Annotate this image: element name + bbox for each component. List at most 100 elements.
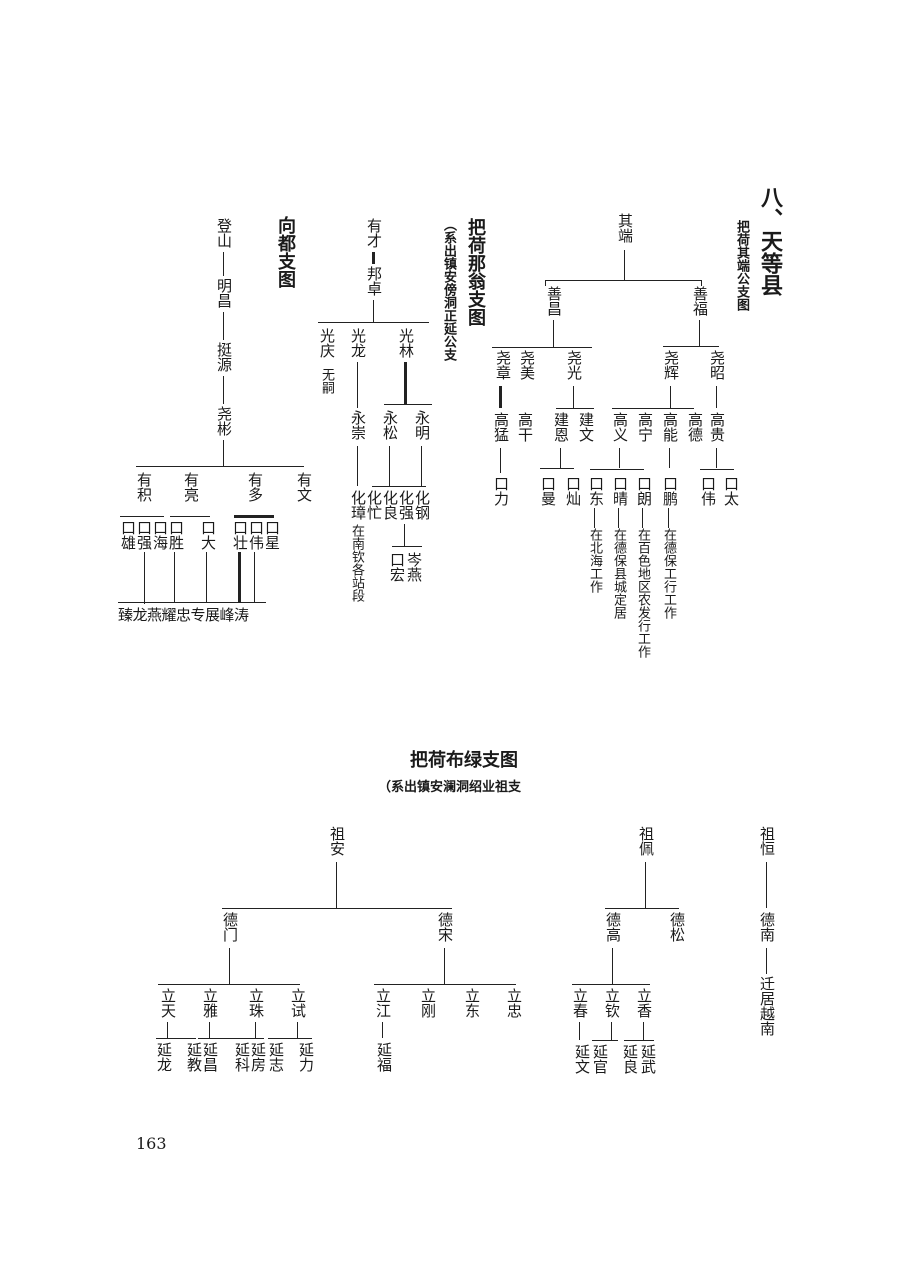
t4-gen3-10: 立香	[635, 988, 653, 1018]
t4-gen3-2: 立珠	[247, 988, 265, 1018]
t3-gen6-6: 口伟	[247, 520, 265, 550]
t4-migrated: 迁居越南	[758, 976, 776, 1036]
t1-gen3-0: 尧章	[494, 350, 512, 380]
t1-note-2: 在百色地区农发行工作	[635, 528, 650, 658]
t3-chain-0: 登山	[215, 218, 233, 248]
page-number: 163	[136, 1134, 167, 1153]
t2-gen5-4: 化钢	[413, 490, 431, 520]
t1-gen4-2: 建恩	[552, 412, 570, 442]
t1-gen4-6: 高能	[661, 412, 679, 442]
tree2-title: 把荷那翁支图	[465, 218, 486, 326]
t4-gen2-3: 德松	[668, 912, 686, 942]
tree2-subtitle: （系出镇安傍洞正延公支	[441, 218, 456, 361]
t3-gen5-2: 有多	[246, 472, 264, 502]
t2-gen5-1: 化忙	[365, 490, 383, 520]
t1-gen5-0: 口力	[492, 476, 510, 506]
t2-gen1: 有才	[365, 218, 383, 248]
t1-gen4-8: 高贵	[708, 412, 726, 442]
t1-note-3: 在德保工行工作	[661, 528, 676, 619]
t4-gen4-3: 延科	[233, 1042, 251, 1072]
t1-gen1: 其端	[616, 213, 634, 243]
t2-gen4-1: 永松	[381, 410, 399, 440]
t2-gen5-2: 化良	[381, 490, 399, 520]
t4-gen3-7: 立忠	[505, 988, 523, 1018]
t4-root-2: 祖恒	[758, 826, 776, 856]
t4-root-1: 祖佩	[637, 826, 655, 856]
t4-gen3-6: 立东	[463, 988, 481, 1018]
t1-gen4-0: 高猛	[492, 412, 510, 442]
t2-gen6-1: 岑燕	[405, 552, 423, 582]
t1-gen3-1: 尧美	[518, 350, 536, 380]
t4-gen4-4: 延房	[249, 1042, 267, 1072]
tree3-title: 向都支图	[275, 216, 296, 288]
t3-gen5-0: 有积	[135, 472, 153, 502]
t1-gen4-7: 高德	[686, 412, 704, 442]
t3-chain-3: 尧彬	[215, 406, 233, 436]
t4-gen3-9: 立钦	[603, 988, 621, 1018]
t1-gen3-2: 尧光	[565, 350, 583, 380]
t2-gen4-0: 永崇	[349, 410, 367, 440]
t1-gen5-8: 口太	[722, 476, 740, 506]
section-title: 八、天等县	[757, 186, 782, 296]
t3-gen6-5: 口壮	[231, 520, 249, 550]
t4-gen4-10: 延良	[621, 1044, 639, 1074]
t1-gen4-4: 高义	[611, 412, 629, 442]
t1-gen5-2: 口灿	[564, 476, 582, 506]
t1-gen5-6: 口鹏	[661, 476, 679, 506]
t3-gen5-1: 有亮	[182, 472, 200, 502]
t1-gen2-1: 善福	[691, 286, 709, 316]
t3-gen6-4: 口大	[199, 520, 217, 550]
t2-gen3-2: 光林	[397, 328, 415, 358]
tree4-subtitle: （系出镇安澜洞绍业祖支	[378, 780, 522, 795]
t2-gen3-0: 光庆	[318, 328, 336, 358]
t4-gen2-4: 德南	[758, 912, 776, 942]
t1-note-0: 在北海工作	[587, 528, 602, 593]
t1-gen3-4: 尧昭	[708, 350, 726, 380]
t4-gen3-8: 立春	[571, 988, 589, 1018]
t4-gen2-2: 德高	[604, 912, 622, 942]
t2-gen6-0: 口宏	[388, 552, 406, 582]
t3-gen6-2: 口海	[151, 520, 169, 550]
t4-gen3-3: 立试	[289, 988, 307, 1018]
t2-gen5-3: 化强	[397, 490, 415, 520]
t4-gen2-0: 德门	[221, 912, 239, 942]
t3-gen6-3: 口胜	[167, 520, 185, 550]
t4-gen4-11: 延武	[639, 1044, 657, 1074]
t4-gen4-2: 延昌	[201, 1042, 219, 1072]
t3-gen5-3: 有文	[295, 472, 313, 502]
t1-gen5-3: 口东	[587, 476, 605, 506]
t4-gen4-0: 延龙	[155, 1042, 173, 1072]
tree4-title: 把荷布绿支图	[410, 750, 518, 771]
t4-gen4-1: 延教	[185, 1042, 203, 1072]
t4-gen3-5: 立刚	[419, 988, 437, 1018]
t1-gen5-1: 口曼	[539, 476, 557, 506]
t1-gen5-5: 口朗	[635, 476, 653, 506]
t3-gen7: 臻龙燕耀忠专展峰涛	[118, 606, 249, 624]
t1-gen4-5: 高宁	[636, 412, 654, 442]
t4-gen4-5: 延志	[267, 1042, 285, 1072]
t4-gen4-8: 延文	[573, 1044, 591, 1074]
t3-chain-1: 明昌	[215, 278, 233, 308]
t4-gen4-6: 延力	[297, 1042, 315, 1072]
t1-gen2-0: 善昌	[545, 286, 563, 316]
t2-gen5-0: 化璋	[349, 490, 367, 520]
t1-gen5-4: 口晴	[611, 476, 629, 506]
t2-gen5-note: 在南钦各站段	[349, 524, 364, 602]
t3-gen6-0: 口雄	[119, 520, 137, 550]
tree1-title: 把荷其端公支图	[734, 220, 749, 311]
t4-gen4-7: 延福	[375, 1042, 393, 1072]
t2-gen2: 邦卓	[365, 266, 383, 296]
t1-gen5-7: 口伟	[699, 476, 717, 506]
t3-chain-2: 挺源	[215, 342, 233, 372]
t4-gen3-1: 立雅	[201, 988, 219, 1018]
t1-gen3-3: 尧辉	[662, 350, 680, 380]
t3-gen6-7: 口星	[263, 520, 281, 550]
t4-root-0: 祖安	[328, 826, 346, 856]
t2-gen3-1: 光龙	[349, 328, 367, 358]
t1-note-1: 在德保县城定居	[611, 528, 626, 619]
t1-gen4-1: 高干	[516, 412, 534, 442]
t4-gen2-1: 德宋	[436, 912, 454, 942]
t2-gen4-2: 永明	[413, 410, 431, 440]
t2-gen3-note: 无嗣	[319, 368, 334, 394]
t1-gen4-3: 建文	[577, 412, 595, 442]
